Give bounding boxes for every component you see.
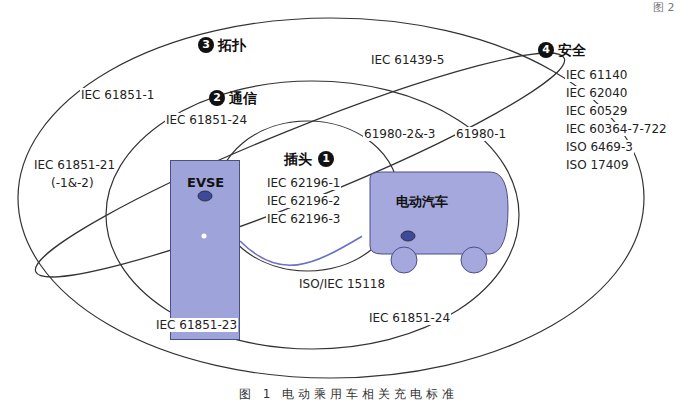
standard-code: IEC 61851-24: [368, 311, 451, 325]
wheel: [391, 247, 417, 273]
standard-code: IEC 60364-7-722: [565, 122, 668, 136]
node-label: 电动汽车: [396, 194, 448, 210]
standard-code: IEC 61439-5: [370, 53, 445, 67]
vehicle-shape: 电动汽车: [362, 168, 512, 278]
callout-number: 4: [538, 42, 554, 58]
charging-cable: [240, 236, 362, 265]
node-label: 拓扑: [218, 37, 246, 53]
figure-caption: 图 1 电动乘用车相关充电标准: [0, 386, 697, 403]
standard-code: 61980-2&-3: [363, 127, 436, 141]
shape-outline: [362, 168, 512, 278]
standard-code: IEC 62196-3: [266, 212, 341, 226]
node-label: 安全: [558, 42, 586, 58]
standard-code: IEC 62196-2: [266, 194, 341, 208]
wheel: [461, 247, 487, 273]
node-label: EVSE: [187, 175, 224, 191]
ellipse-outline: [106, 81, 519, 349]
node-label: 插头: [284, 151, 312, 167]
standard-code: IEC 61851-1: [80, 88, 155, 102]
vehicle-body: [370, 172, 508, 254]
standard-code: IEC 60529: [565, 104, 629, 118]
node-label: 通信: [229, 90, 257, 106]
callout-number: 1: [318, 151, 334, 167]
standard-code: (-1&-2): [50, 176, 95, 190]
evse-box: EVSE: [170, 160, 240, 340]
page-fragment: 图 2: [652, 1, 676, 15]
standard-code: IEC 61851-23: [155, 318, 238, 332]
standard-code: IEC 61140: [565, 68, 629, 82]
standard-code: 61980-1: [455, 127, 507, 141]
standard-code: ISO 17409: [565, 158, 630, 172]
standard-code: ISO/IEC 15118: [298, 277, 386, 291]
standard-code: IEC 61851-24: [165, 113, 248, 127]
ellipse-outline: [18, 18, 644, 378]
callout-number: 3: [198, 37, 214, 53]
standard-code: ISO 6469-3: [565, 140, 634, 154]
callout-number: 2: [209, 90, 225, 106]
standard-code: IEC 61851-21: [33, 158, 116, 172]
ellipse-outline: [22, 25, 577, 305]
standard-code: IEC 62040: [565, 86, 629, 100]
standard-code: IEC 62196-1: [266, 176, 341, 190]
